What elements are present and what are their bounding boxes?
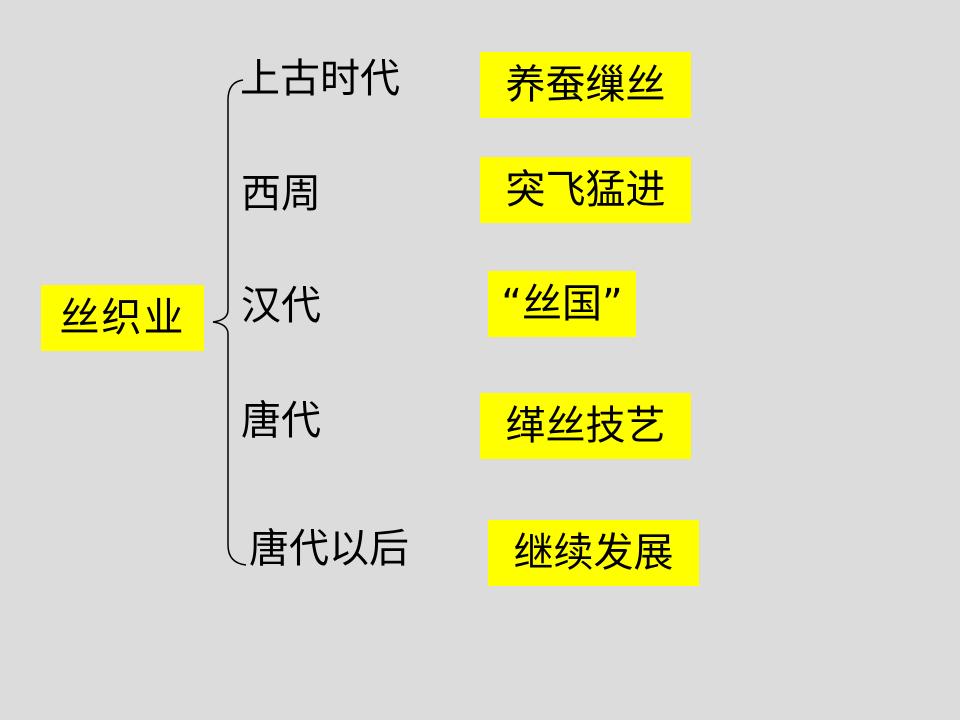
- root-label: 丝织业: [59, 295, 186, 341]
- achievement-box: 继续发展: [488, 520, 699, 586]
- era-label: 西周: [241, 171, 321, 217]
- achievement-box: “丝国”: [488, 271, 636, 337]
- era-label: 上古时代: [240, 56, 400, 102]
- achievement-box: 养蚕缫丝: [480, 52, 691, 118]
- achievement-box: 缂丝技艺: [480, 393, 691, 459]
- root-node: 丝织业: [41, 285, 204, 351]
- achievement-box: 突飞猛进: [480, 157, 691, 223]
- era-label: 汉代: [241, 283, 321, 329]
- era-label: 唐代: [241, 398, 321, 444]
- era-label: 唐代以后: [249, 526, 409, 572]
